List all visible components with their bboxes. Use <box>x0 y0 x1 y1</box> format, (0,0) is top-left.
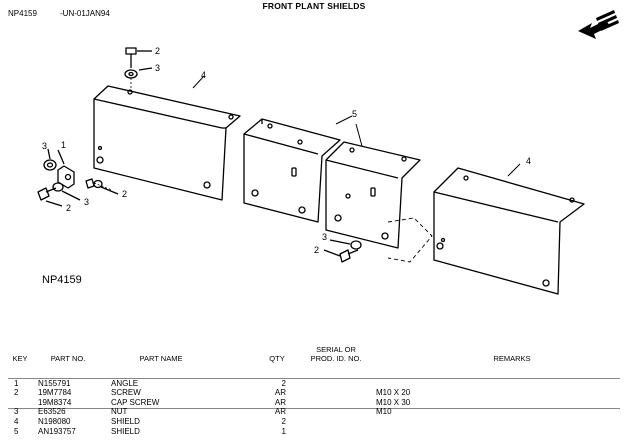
left-shield-outline <box>93 75 241 201</box>
callout-4-left: 4 <box>201 70 206 80</box>
callout-2-right: 2 <box>122 189 127 199</box>
row-remarks: M10 X 20 <box>376 388 411 397</box>
callout-3-top: 3 <box>155 63 160 73</box>
col-key: KEY <box>12 354 28 363</box>
direction-arrow-icon <box>578 10 619 39</box>
row-part-name: CAP SCREW <box>111 398 160 407</box>
table-row: 2 19M7784 SCREW AR M10 X 20 <box>0 388 628 398</box>
middle-shield-a <box>243 115 353 223</box>
top-bolt-and-nut <box>124 47 153 88</box>
callout-5: 5 <box>352 109 357 119</box>
row-qty: 2 <box>281 379 286 388</box>
table-row: 4 N198080 SHIELD 2 <box>0 417 628 427</box>
callout-1: 1 <box>61 140 66 150</box>
col-part-no: PART NO. <box>50 354 86 363</box>
callout-2-bottom: 2 <box>314 245 319 255</box>
table-row: 1 N155791 ANGLE 2 <box>0 379 628 389</box>
row-part-no: 19M7784 <box>38 388 72 397</box>
row-part-no: N155791 <box>38 379 71 388</box>
row-part-name: NUT <box>111 407 128 416</box>
row-qty: AR <box>274 398 286 407</box>
left-angle-bracket <box>37 148 119 207</box>
table-top-rule <box>8 378 620 379</box>
bottom-bolt-and-nut <box>323 239 362 263</box>
page-title: FRONT PLANT SHIELDS <box>262 1 366 11</box>
callout-3-bottom: 3 <box>322 232 327 242</box>
callout-4-right: 4 <box>526 156 531 166</box>
row-key: 3 <box>14 407 19 416</box>
figure-reference: NP4159 <box>42 274 82 286</box>
row-qty: 2 <box>281 417 286 426</box>
exploded-parts-diagram: 2 3 4 1 3 2 3 2 5 3 2 4 <box>37 10 619 295</box>
row-qty: 1 <box>281 427 286 436</box>
row-remarks: M10 X 30 <box>376 398 411 407</box>
callout-3-lower: 3 <box>84 197 89 207</box>
row-part-name: SHIELD <box>111 417 140 426</box>
callout-2-lower: 2 <box>66 203 71 213</box>
row-key: 4 <box>14 417 19 426</box>
document-id: NP4159 <box>8 9 37 18</box>
col-qty: QTY <box>269 354 285 363</box>
col-serial: SERIAL OR PROD. ID. NO. <box>310 345 362 363</box>
callout-3-left: 3 <box>42 141 47 151</box>
row-remarks: M10 <box>376 407 392 416</box>
revision-code: -UN-01JAN94 <box>60 9 110 18</box>
table-row: 3 E63526 NUT AR M10 <box>0 407 628 417</box>
table-row: 5 AN193757 SHIELD 1 <box>0 427 628 437</box>
row-qty: AR <box>274 407 286 416</box>
row-part-no: E63526 <box>38 407 66 416</box>
row-part-name: SHIELD <box>111 427 140 436</box>
row-part-name: ANGLE <box>111 379 139 388</box>
row-qty: AR <box>274 388 286 397</box>
col-part-name: PART NAME <box>139 354 183 363</box>
row-part-no: N198080 <box>38 417 71 426</box>
table-mid-rule <box>8 408 620 409</box>
callout-2-top: 2 <box>155 46 160 56</box>
table-row: 19M8374 CAP SCREW AR M10 X 30 <box>0 398 628 408</box>
row-part-no: 19M8374 <box>38 398 72 407</box>
row-part-name: SCREW <box>111 388 141 397</box>
row-part-no: AN193757 <box>38 427 76 436</box>
col-remarks: REMARKS <box>493 354 531 363</box>
row-key: 5 <box>14 427 19 436</box>
middle-shield-b <box>325 123 433 263</box>
row-key: 1 <box>14 379 19 388</box>
row-key: 2 <box>14 388 19 397</box>
right-shield-outline <box>433 163 585 295</box>
